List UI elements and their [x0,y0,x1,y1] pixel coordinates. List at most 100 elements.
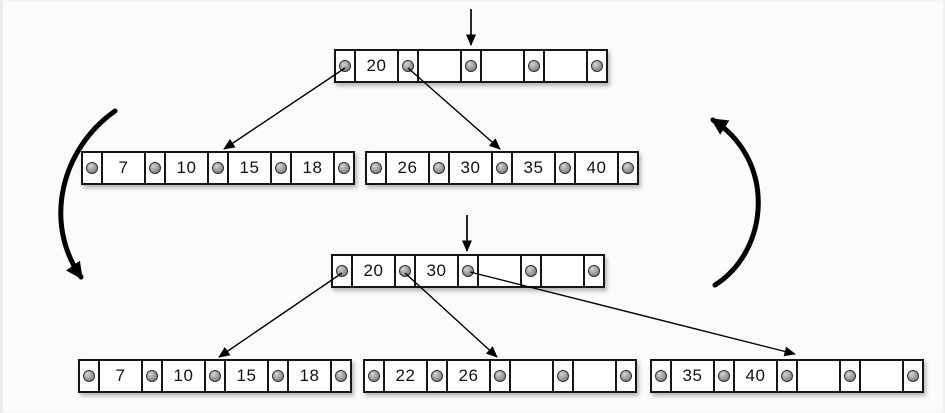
pointer-cell [523,49,545,83]
key-cell [543,49,588,83]
key-cell [572,359,617,393]
key-cell [859,359,904,393]
pointer-cell [207,151,229,185]
key-cell: 20 [351,254,396,288]
key-cell: 40 [733,359,778,393]
pointer-cell [586,49,608,83]
pointer-cell [330,359,352,393]
key-cell [796,359,841,393]
key-cell: 30 [448,151,493,185]
pointer-cell [615,359,637,393]
key-cell: 15 [227,151,272,185]
pointer-icon [525,265,537,277]
pointer-icon [559,162,571,174]
pointer-cell [460,49,482,83]
pointer-cell [520,254,542,288]
pointer-cell [333,151,355,185]
pointer-cell [270,151,292,185]
key-cell: 26 [446,359,491,393]
key-cell: 22 [383,359,428,393]
pointer-icon [620,370,632,382]
pointer-cell [554,151,576,185]
pointer-icon [496,162,508,174]
pointer-icon [591,60,603,72]
pointer-cell [491,151,513,185]
edge-top-root-to-left-child [223,67,346,150]
pointer-icon [83,370,95,382]
pointer-cell [394,254,416,288]
key-cell: 35 [670,359,715,393]
key-cell: 7 [98,359,143,393]
key-cell: 26 [385,151,430,185]
key-cell [509,359,554,393]
key-cell: 18 [290,151,335,185]
pointer-icon [622,162,634,174]
pointer-icon [336,265,348,277]
pointer-icon [494,370,506,382]
pointer-icon [588,265,600,277]
key-cell [417,49,462,83]
key-cell: 40 [574,151,619,185]
pointer-cell [81,151,103,185]
pointer-icon [718,370,730,382]
pointer-cell [144,151,166,185]
pointer-cell [141,359,163,393]
key-cell [480,49,525,83]
pointer-icon [431,370,443,382]
pointer-icon [557,370,569,382]
btree-node-top-root: 20 [334,49,608,83]
pointer-icon [86,162,98,174]
pointer-icon [338,162,350,174]
pointer-icon [146,370,158,382]
pointer-icon [275,162,287,174]
pointer-icon [655,370,667,382]
pointer-icon [339,60,351,72]
key-cell: 10 [164,151,209,185]
pointer-icon [212,162,224,174]
pointer-icon [368,370,380,382]
btree-node-top-right-child: 26 30 35 40 [365,151,639,185]
key-cell: 20 [354,49,399,83]
btree-node-bottom-left-child: 7 10 15 18 [78,359,352,393]
btree-node-bottom-middle-child: 22 26 [363,359,637,393]
edge-bottom-root-to-left-child [218,272,343,358]
pointer-icon [781,370,793,382]
pointer-icon [433,162,445,174]
pointer-cell [334,49,356,83]
key-cell: 15 [224,359,269,393]
key-cell: 35 [511,151,556,185]
pointer-cell [583,254,605,288]
pointer-cell [650,359,672,393]
pointer-cell [839,359,861,393]
key-cell: 7 [101,151,146,185]
cycle-arrow-right-icon [710,117,761,288]
key-cell [540,254,585,288]
key-cell: 10 [161,359,206,393]
pointer-cell [489,359,511,393]
pointer-cell [776,359,798,393]
pointer-icon [399,265,411,277]
pointer-cell [331,254,353,288]
pointer-cell [428,151,450,185]
pointer-icon [335,370,347,382]
pointer-cell [552,359,574,393]
pointer-cell [426,359,448,393]
btree-node-bottom-right-child: 35 40 [650,359,924,393]
key-cell: 18 [287,359,332,393]
pointer-cell [363,359,385,393]
key-cell: 30 [414,254,459,288]
pointer-icon [462,265,474,277]
pointer-icon [528,60,540,72]
pointer-cell [397,49,419,83]
btree-node-bottom-root: 20 30 [331,254,605,288]
key-cell [477,254,522,288]
pointer-cell [617,151,639,185]
pointer-cell [267,359,289,393]
pointer-icon [149,162,161,174]
pointer-icon [209,370,221,382]
cycle-arrow-left-icon [58,108,118,280]
pointer-icon [844,370,856,382]
pointer-cell [902,359,924,393]
pointer-cell [204,359,226,393]
pointer-cell [78,359,100,393]
